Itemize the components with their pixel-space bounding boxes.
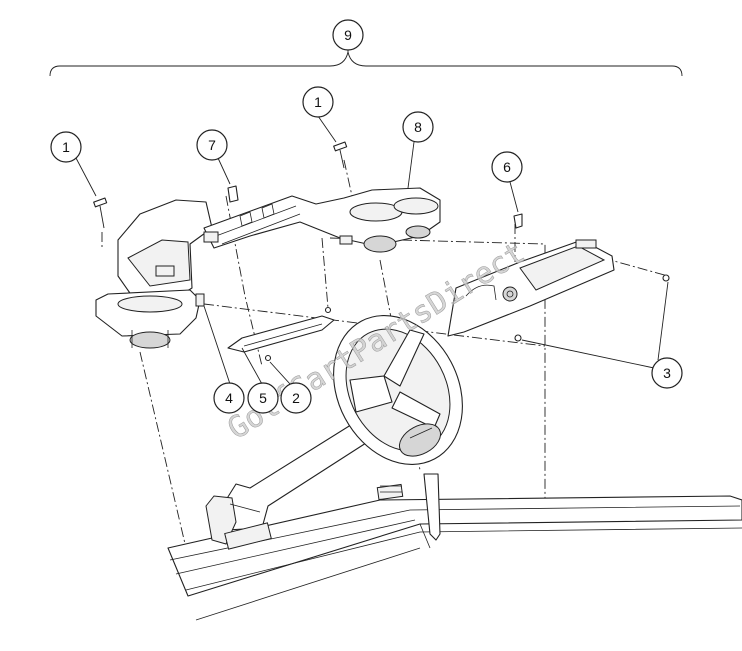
- center-dash-bezel: [203, 187, 441, 253]
- callout-7: 7: [196, 129, 228, 161]
- screw-center-icon: [333, 141, 348, 169]
- callout-label: 9: [344, 27, 352, 43]
- callout-3: 3: [651, 357, 683, 389]
- screw-2-icon: [264, 306, 332, 362]
- steering-wheel: [333, 315, 463, 465]
- callout-4: 4: [213, 382, 245, 414]
- screw-left-icon: [93, 197, 108, 229]
- callout-1-center: 1: [302, 86, 334, 118]
- callout-label: 4: [225, 390, 233, 406]
- callout-label: 7: [208, 137, 216, 153]
- screw-3b-icon: [514, 334, 522, 342]
- right-dash-cover: [447, 239, 615, 337]
- callout-label: 8: [414, 119, 422, 135]
- callout-leaders: [75, 115, 669, 385]
- callout-label: 1: [62, 139, 70, 155]
- callout-label: 2: [292, 390, 300, 406]
- callout-6: 6: [491, 151, 523, 183]
- bracket-plate: [227, 315, 335, 353]
- assembly-bracket: [49, 50, 683, 77]
- clip-icon: [227, 185, 239, 203]
- callout-label: 1: [314, 94, 322, 110]
- callout-9: 9: [332, 19, 364, 51]
- left-dash-housing: [95, 199, 213, 349]
- screw-6-icon: [513, 213, 523, 229]
- callout-label: 6: [503, 159, 511, 175]
- screw-3a-icon: [662, 274, 670, 282]
- callout-5: 5: [247, 382, 279, 414]
- screws: [93, 141, 670, 362]
- callout-1-left: 1: [50, 131, 82, 163]
- callout-label: 3: [663, 365, 671, 381]
- callout-8: 8: [402, 111, 434, 143]
- callout-label: 5: [259, 390, 267, 406]
- wiring-harness: [376, 473, 441, 541]
- steering-column: [205, 417, 381, 550]
- callout-2: 2: [280, 382, 312, 414]
